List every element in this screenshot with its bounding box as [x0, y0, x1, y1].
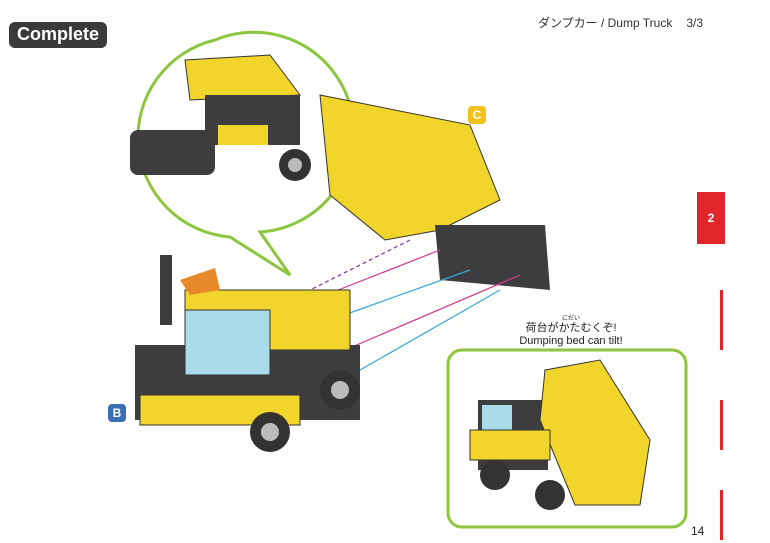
model-title: ダンプカー / Dump Truck: [538, 16, 673, 30]
caption-en: Dumping bed can tilt!: [519, 335, 623, 347]
cab-window: [184, 309, 271, 376]
part-label-c: C: [468, 106, 486, 124]
edge-mark: [720, 400, 723, 450]
tilt-preview-frame: [446, 348, 688, 529]
wheel: [480, 460, 510, 490]
caption-ruby: にだい: [561, 316, 580, 322]
section-tab: 2: [697, 192, 725, 244]
edge-mark: [720, 290, 723, 350]
exhaust-stack: [160, 255, 172, 325]
tilt-caption: にだい 荷台がかたむくぞ! Dumping bed can tilt!: [500, 316, 642, 348]
complete-badge: Complete: [9, 22, 108, 48]
edge-mark: [720, 490, 723, 540]
step-page: 3/3: [686, 16, 704, 30]
wheel: [535, 480, 565, 510]
caption-jp: 荷台がかたむくぞ!: [525, 322, 617, 334]
preview-tilted-bed: [539, 359, 651, 506]
page-header: ダンプカー / Dump Truck 3/3: [538, 14, 703, 31]
dump-bed-detail: [184, 54, 301, 101]
assembly-arrows: [299, 239, 521, 371]
part-label-b: B: [108, 404, 126, 422]
zoom-callout-bubble: [136, 30, 356, 277]
page-number: 14: [691, 524, 705, 538]
hinge-block: [435, 225, 550, 290]
hinge-piece: [130, 130, 215, 175]
